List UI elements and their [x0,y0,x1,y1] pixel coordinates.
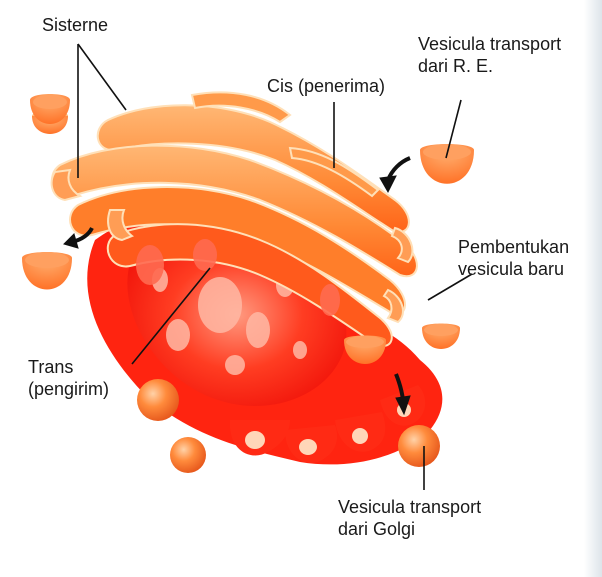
arrow-icon [380,158,410,192]
label-pembentukan-line2: vesicula baru [458,258,569,280]
label-pembentukan: Pembentukan vesicula baru [458,236,569,280]
label-vesicula-re: Vesicula transport dari R. E. [418,33,561,77]
label-vesicula-re-line2: dari R. E. [418,55,561,77]
vesicle-ball-golgi [398,425,440,467]
label-vesicula-golgi: Vesicula transport dari Golgi [338,496,481,540]
label-vesicula-golgi-line1: Vesicula transport [338,496,481,518]
vesicle-ball-1 [137,379,179,421]
vesicle-cup-left-top [30,94,70,134]
label-vesicula-re-line1: Vesicula transport [418,33,561,55]
label-trans: Trans (pengirim) [28,356,109,400]
vesicle-ball-2 [170,437,206,473]
label-sisterne: Sisterne [42,14,108,36]
vesicle-cup-right-top [420,144,474,184]
label-trans-line2: (pengirim) [28,378,109,400]
label-vesicula-golgi-line2: dari Golgi [338,518,481,540]
label-pembentukan-line1: Pembentukan [458,236,569,258]
vesicle-cup-left-mid [22,252,72,290]
label-trans-line1: Trans [28,356,109,378]
label-cis: Cis (penerima) [267,75,385,97]
